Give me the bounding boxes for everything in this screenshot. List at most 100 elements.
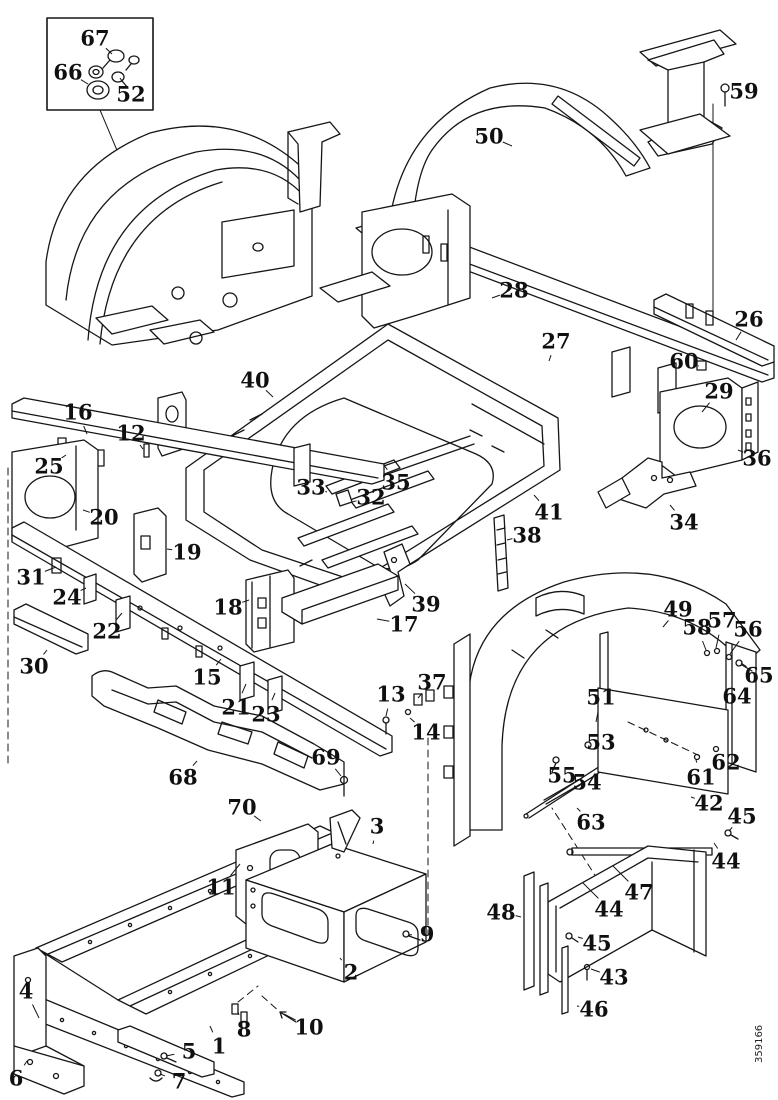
inset-detail-box	[46, 17, 154, 111]
leader-line-12	[139, 444, 144, 450]
callout-32: 32	[356, 485, 385, 510]
callout-42: 42	[694, 791, 723, 816]
leader-line-25	[61, 454, 67, 459]
callout-41: 41	[534, 500, 563, 525]
callout-64: 64	[722, 684, 751, 709]
callout-39: 39	[411, 592, 440, 617]
callout-50: 50	[474, 124, 503, 149]
callout-43: 43	[599, 965, 628, 990]
callout-69: 69	[311, 745, 340, 770]
leader-line-11	[230, 863, 241, 876]
leader-line-44	[713, 842, 719, 849]
leader-line-8	[237, 1011, 240, 1016]
callout-66: 66	[53, 60, 82, 85]
callout-1: 1	[212, 1034, 227, 1059]
callout-63: 63	[576, 810, 605, 835]
callout-56: 56	[733, 617, 762, 642]
leader-line-10	[283, 1013, 296, 1021]
leader-line-66	[80, 79, 89, 85]
leader-line-4	[32, 1004, 40, 1019]
leader-line-57	[715, 634, 720, 649]
callout-34: 34	[669, 510, 698, 535]
callout-40: 40	[240, 368, 269, 393]
callout-31: 31	[16, 565, 45, 590]
callout-18: 18	[213, 595, 242, 620]
leader-line-42	[690, 796, 695, 799]
leader-line-50	[502, 141, 513, 147]
leader-line-1	[209, 1025, 214, 1033]
callout-28: 28	[499, 278, 528, 303]
callout-21: 21	[221, 695, 250, 720]
callout-15: 15	[192, 665, 221, 690]
callout-44: 44	[711, 849, 740, 874]
leader-line-21	[241, 683, 247, 694]
callout-59: 59	[729, 79, 758, 104]
part-lower-frame	[13, 689, 435, 1098]
leader-line-45	[728, 826, 733, 832]
leader-line-67	[105, 47, 113, 55]
callout-10: 10	[294, 1015, 323, 1040]
callout-58: 58	[682, 615, 711, 640]
leader-line-40	[265, 389, 274, 398]
callout-11: 11	[206, 875, 235, 900]
callout-51: 51	[586, 685, 615, 710]
callout-65: 65	[744, 663, 773, 688]
callout-24: 24	[52, 585, 81, 610]
leader-line-70	[253, 815, 262, 822]
leader-line-38	[506, 538, 513, 541]
callout-60: 60	[669, 349, 698, 374]
callout-37: 37	[417, 670, 446, 695]
callout-29: 29	[704, 379, 733, 404]
callout-17: 17	[389, 612, 418, 637]
callout-4: 4	[19, 979, 34, 1004]
leader-line-2	[339, 957, 343, 961]
leader-line-19	[166, 548, 173, 551]
callout-38: 38	[512, 523, 541, 548]
leader-line-28	[491, 294, 501, 299]
leader-line-33	[325, 491, 328, 493]
callout-67: 67	[80, 26, 109, 51]
leader-line-27	[548, 355, 552, 362]
leader-line-22	[116, 612, 123, 620]
leader-line-39	[404, 583, 416, 595]
callout-12: 12	[116, 421, 145, 446]
callout-6: 6	[9, 1066, 24, 1091]
leader-line-15	[215, 658, 222, 666]
leader-line-47	[612, 865, 629, 882]
leader-line-24	[80, 587, 87, 592]
leader-line-49	[662, 620, 669, 628]
leader-line-30	[43, 649, 48, 655]
leader-line-51	[595, 711, 599, 723]
part-frame-rail-upper	[319, 193, 775, 509]
leader-line-18	[242, 599, 250, 603]
leader-line-56	[729, 640, 740, 655]
callout-9: 9	[420, 922, 435, 947]
part-frame-rail-left	[11, 397, 399, 757]
callout-7: 7	[172, 1069, 187, 1094]
leader-line-32	[351, 500, 357, 503]
leader-line-48	[515, 915, 522, 918]
callout-62: 62	[711, 750, 740, 775]
leader-line-26	[735, 331, 742, 341]
callout-52: 52	[116, 82, 145, 107]
leader-line-5	[165, 1053, 175, 1057]
leader-line-36	[737, 449, 744, 453]
callout-49: 49	[663, 597, 692, 622]
callout-47: 47	[624, 880, 653, 905]
callout-13: 13	[376, 682, 405, 707]
callout-35: 35	[381, 470, 410, 495]
callout-30: 30	[19, 654, 48, 679]
part-lower-panels	[523, 829, 739, 1015]
callout-22: 22	[92, 619, 121, 644]
callout-54: 54	[572, 770, 601, 795]
callout-25: 25	[34, 454, 63, 479]
callout-26: 26	[734, 307, 763, 332]
leader-line-17	[376, 618, 390, 622]
callout-61: 61	[686, 765, 715, 790]
leader-line-34	[669, 504, 675, 511]
leader-line-43	[590, 968, 600, 973]
figure-number: 359166	[754, 1025, 765, 1063]
